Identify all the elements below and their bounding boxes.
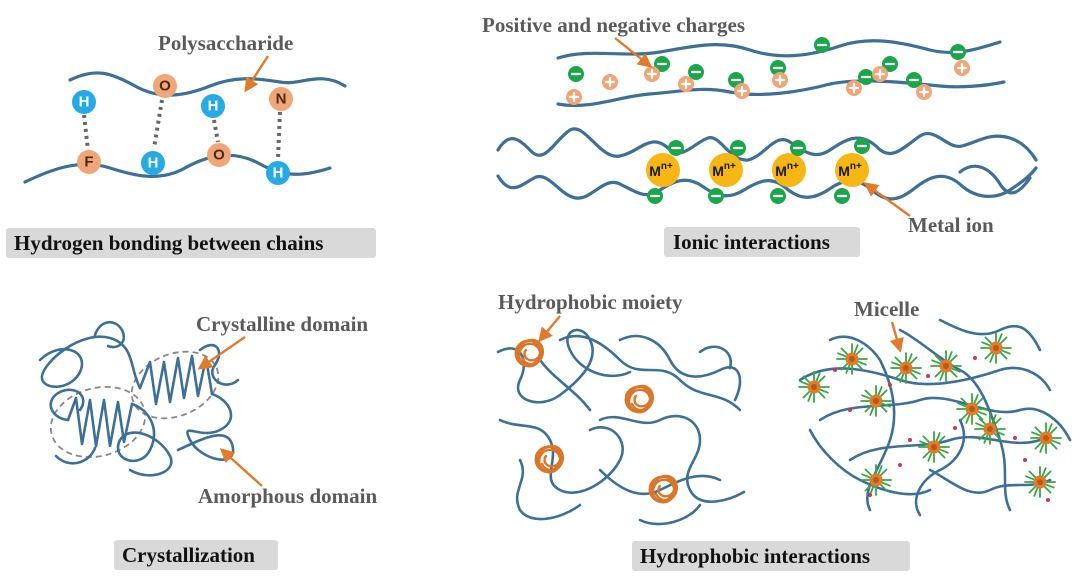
svg-text:H: H: [79, 94, 90, 111]
panel-hydrogen-bonding: H O H N F H O H Polysaccharide Hydrogen …: [6, 31, 376, 258]
svg-text:O: O: [213, 147, 225, 164]
amorphous-chain-4: [49, 388, 85, 422]
svg-text:H: H: [273, 165, 284, 182]
atom-h-3: H: [141, 151, 165, 175]
atom-f-1: F: [77, 150, 101, 174]
amorphous-chain-3: [116, 402, 173, 477]
atom-n-1: N: [269, 87, 293, 111]
label-crystalline-domain: Crystalline domain: [196, 312, 368, 336]
svg-text:H: H: [208, 98, 219, 115]
polysaccharide-chain-top: [68, 71, 347, 97]
caption-hydrophobic: Hydrophobic interactions: [640, 544, 870, 568]
crystalline-folds-1: [138, 354, 214, 406]
svg-text:F: F: [84, 154, 93, 171]
label-positive-negative-charges: Positive and negative charges: [482, 13, 745, 37]
svg-text:Mn+: Mn+: [838, 161, 862, 180]
amorphous-chain-2: [176, 392, 235, 461]
amorphous-chain-7: [54, 446, 97, 465]
arrow-micelle: [889, 321, 904, 353]
label-micelle: Micelle: [854, 297, 919, 321]
panel-crystallization: Crystalline domain Amorphous domain Crys…: [38, 312, 377, 570]
svg-text:N: N: [276, 91, 287, 108]
svg-text:Mn+: Mn+: [649, 161, 673, 180]
micelle-crosslinks: [833, 356, 1050, 502]
charged-chain-top: [556, 39, 1002, 60]
amorphous-chain-5: [93, 321, 126, 349]
metal-ions: Mn+ Mn+ Mn+ Mn+: [646, 153, 869, 187]
caption-crystallization: Crystallization: [122, 543, 255, 567]
label-polysaccharide: Polysaccharide: [158, 31, 293, 55]
atom-o-2: O: [207, 143, 231, 167]
caption-box-ionic: [664, 227, 860, 257]
svg-text:Mn+: Mn+: [712, 161, 736, 180]
arrow-hydrophobic-moiety: [538, 315, 561, 343]
hydrophobic-network: [496, 328, 746, 526]
atom-h-1: H: [72, 90, 96, 114]
crystalline-folds-2: [66, 396, 134, 448]
arrow-amorphous: [219, 448, 263, 487]
panel-hydrophobic-interactions: Hydrophobic moiety: [496, 290, 1072, 571]
label-amorphous-domain: Amorphous domain: [198, 484, 377, 508]
arrow-metal-ion: [863, 182, 911, 217]
caption-hydrogen: Hydrogen bonding between chains: [14, 231, 323, 255]
atom-h-4: H: [266, 161, 290, 185]
svg-text:Mn+: Mn+: [775, 161, 799, 180]
caption-box-crystal: [114, 540, 278, 570]
micelle-network: [798, 318, 1072, 517]
svg-text:O: O: [159, 78, 171, 95]
caption-ionic: Ionic interactions: [673, 230, 830, 254]
arrow-charges: [614, 37, 653, 68]
ionic-chain-lower: [496, 166, 1038, 201]
arrow-crystalline: [197, 336, 246, 370]
caption-box-hydrogen: [6, 228, 376, 258]
atom-o-1: O: [153, 74, 177, 98]
hydrogen-bond-lines: [82, 99, 282, 159]
crystalline-domain-outline-1: [130, 350, 220, 420]
crystalline-domain-outline-2: [49, 385, 147, 459]
ionic-chain-extra: [958, 164, 1032, 195]
micelles: [798, 332, 1062, 498]
ionic-chain-upper: [496, 127, 1038, 162]
label-hydrophobic-moiety: Hydrophobic moiety: [498, 290, 683, 314]
atom-h-2: H: [201, 94, 225, 118]
amorphous-chain-6: [198, 343, 240, 386]
amorphous-chain-1: [38, 335, 142, 390]
svg-text:H: H: [148, 155, 159, 172]
charged-chain-bottom: [556, 79, 1006, 108]
panel-ionic-interactions: Mn+ Mn+ Mn+ Mn+ Positive and negative ch…: [482, 13, 1038, 257]
arrow-polysaccharide: [244, 55, 270, 93]
caption-box-hydrophobic: [632, 541, 910, 571]
label-metal-ion: Metal ion: [908, 213, 994, 237]
